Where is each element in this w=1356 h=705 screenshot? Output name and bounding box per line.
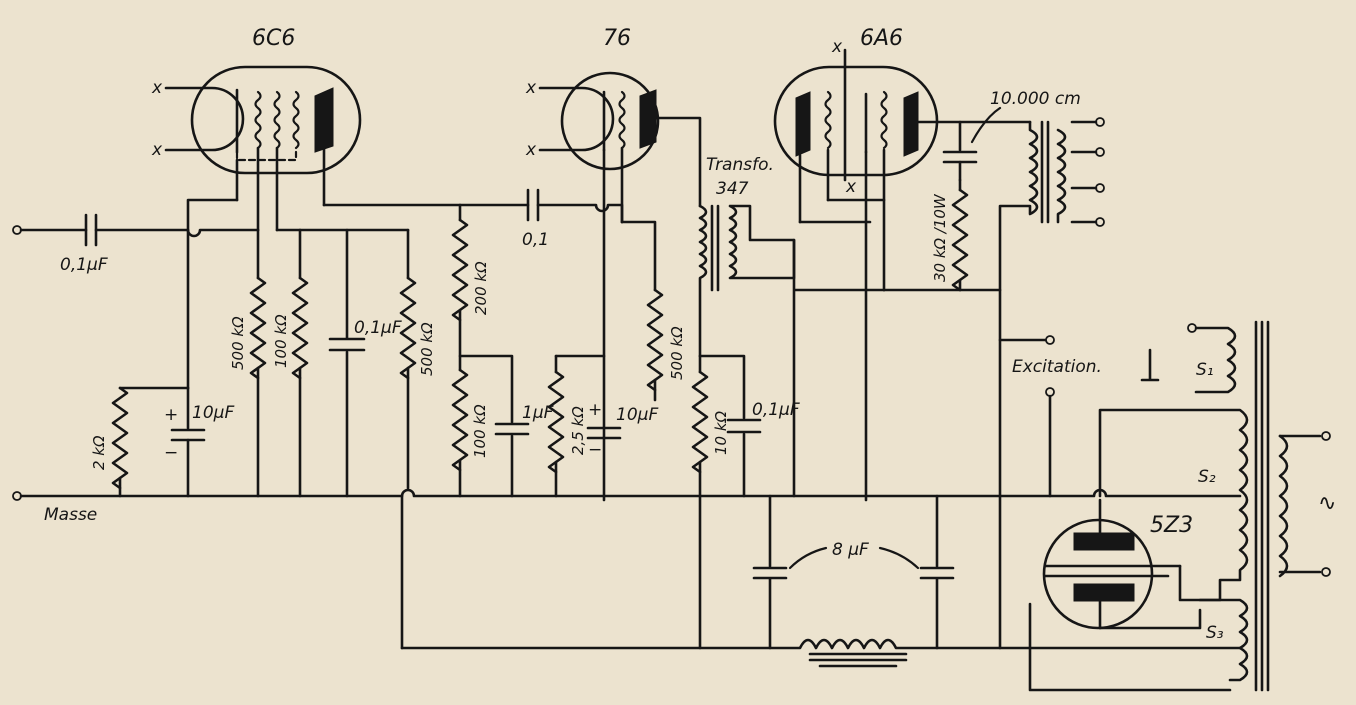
wiring-stage3: 10.000 cm 30 kΩ /10W Excitation.	[792, 89, 1105, 498]
x-mark-1: x	[151, 78, 163, 98]
excitation-label: Excitation.	[1012, 357, 1102, 377]
tube-6c6-label: 6C6	[252, 26, 295, 51]
r-500k-a-label: 500 kΩ	[229, 316, 247, 370]
plus-2: +	[588, 400, 602, 420]
c-1uf-label: 1μF	[522, 403, 554, 423]
tube-5z3-label: 5Z3	[1150, 513, 1193, 538]
r-500k-b-label: 500 kΩ	[418, 322, 436, 376]
transfo-num-label: 347	[716, 179, 749, 199]
r-500k-c-label: 500 kΩ	[668, 326, 686, 380]
r-200k-label: 200 kΩ	[472, 261, 490, 315]
minus-2: −	[588, 440, 602, 460]
wiring-stage1: 0,1μF 2 kΩ + − 10μF 500 kΩ 100 kΩ 0,1μF …	[12, 198, 462, 498]
c-10uf-b-label: 10μF	[616, 405, 658, 425]
plus-1: +	[164, 405, 178, 425]
x-mark-3: x	[525, 78, 537, 98]
r-100k-b-label: 100 kΩ	[471, 404, 489, 458]
tube-6a6-label: 6A6	[860, 26, 903, 51]
c-10uf-label: 10μF	[192, 403, 234, 423]
r-100k-a-label: 100 kΩ	[272, 314, 290, 368]
masse-label: Masse	[44, 505, 97, 525]
s1-label: S₁	[1196, 360, 1214, 380]
power-supply: 8 μF S₁ S₂ S₃ ∿	[400, 320, 1336, 692]
tube-5z3: 5Z3	[1042, 498, 1193, 630]
x-mark-5: x	[831, 37, 843, 57]
c-01-b-label: 0,1μF	[354, 318, 402, 338]
minus-1: −	[164, 443, 178, 463]
tube-76-label: 76	[603, 26, 631, 51]
ground-bus: Masse	[12, 488, 1242, 525]
ac-symbol: ∿	[1318, 491, 1336, 516]
s2-label: S₂	[1198, 467, 1216, 487]
tube-6a6: 6A6 x x	[773, 26, 1032, 502]
res-plate-label: 30 kΩ /10W	[931, 193, 949, 282]
s3-label: S₃	[1206, 623, 1224, 643]
tube-76: 76 x x	[525, 26, 702, 502]
x-mark-2: x	[151, 140, 163, 160]
cap-in-label: 0,1μF	[60, 255, 108, 275]
tube-6c6: 6C6 x x	[151, 26, 362, 232]
r-2k-label: 2 kΩ	[90, 435, 108, 470]
c-8uf-label: 8 μF	[832, 540, 869, 560]
r-10k-label: 10 kΩ	[712, 410, 730, 455]
cap-coupling-label: 0,1	[522, 230, 549, 250]
transfo-label: Transfo.	[706, 155, 774, 175]
r-2-5k-label: 2,5 kΩ	[569, 406, 587, 455]
cap-plate-label: 10.000 cm	[990, 89, 1081, 109]
x-mark-4: x	[525, 140, 537, 160]
c-01-c-label: 0,1μF	[752, 400, 800, 420]
wiring-stage2: 0,1 200 kΩ 1μF 100 kΩ 2,5 kΩ + − 10μF 50…	[400, 155, 800, 650]
x-mark-6: x	[845, 177, 857, 197]
